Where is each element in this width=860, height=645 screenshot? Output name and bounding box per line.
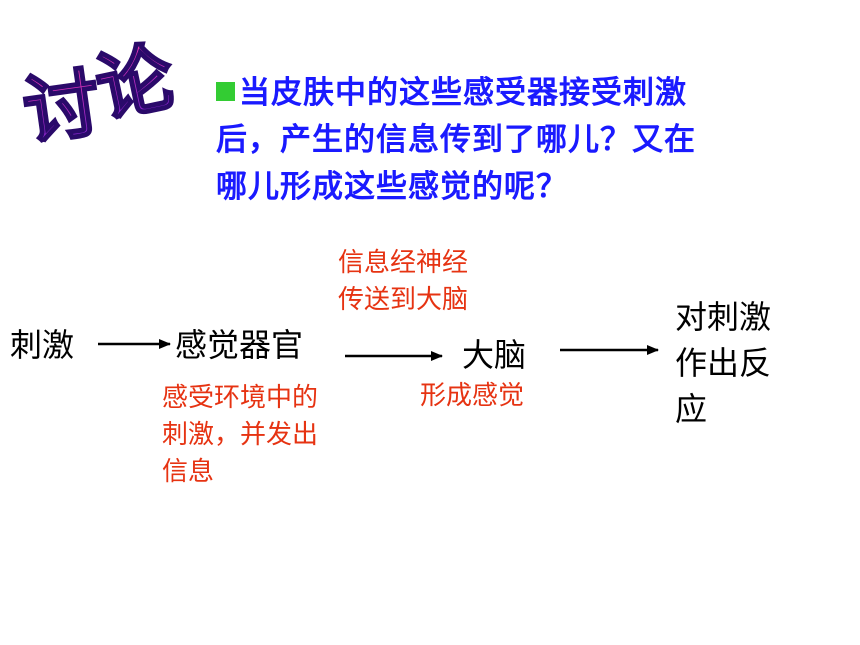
question-line-1: 当皮肤中的这些感受器接受刺激 <box>216 70 806 117</box>
node-brain: 大脑 <box>462 336 527 374</box>
question-text: 当皮肤中的这些感受器接受刺激 后，产生的信息传到了哪儿？又在 哪儿形成这些感觉的… <box>216 70 806 211</box>
sense-organ-note-line-3: 信息 <box>162 457 215 487</box>
title-art-char-2: 论 <box>89 38 182 134</box>
brain-note: 形成感觉 <box>420 381 525 411</box>
response-line-2: 作出反 <box>675 344 772 382</box>
sense-organ-note: 感受环境中的 刺激，并发出 信息 <box>162 380 318 491</box>
sense-organ-note-line-1: 感受环境中的 <box>162 383 319 413</box>
node-response: 对刺激 作出反 应 <box>675 294 771 432</box>
discussion-title-art: 讨 论 <box>22 38 182 158</box>
sense-organ-note-line-2: 刺激，并发出 <box>162 420 319 450</box>
response-line-3: 应 <box>675 390 708 428</box>
question-line-2: 后，产生的信息传到了哪儿？又在 <box>216 122 696 158</box>
nerve-note-line-2: 传送到大脑 <box>338 285 469 315</box>
nerve-note-line-1: 信息经神经 <box>338 248 469 278</box>
node-stimulus: 刺激 <box>10 326 75 364</box>
node-sense-organ: 感觉器官 <box>175 326 304 364</box>
nerve-note: 信息经神经 传送到大脑 <box>338 245 468 319</box>
title-art-char-1: 讨 <box>22 58 106 157</box>
response-line-1: 对刺激 <box>675 298 772 336</box>
question-line-3: 哪儿形成这些感觉的呢？ <box>216 169 568 205</box>
square-bullet-icon <box>216 82 235 101</box>
